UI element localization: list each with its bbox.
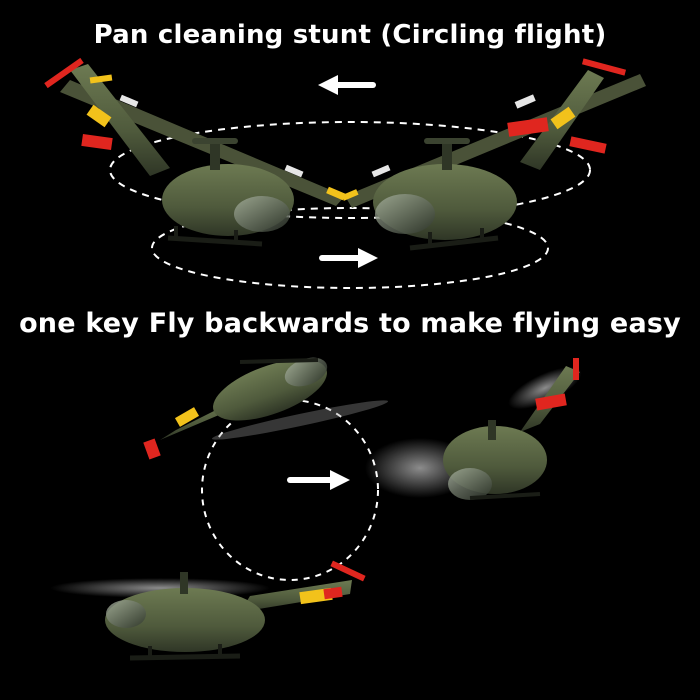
backwards-loop-path	[201, 399, 379, 581]
arrow-left-icon	[318, 75, 376, 95]
arrow-right-icon	[319, 248, 378, 268]
helicopter-banking	[143, 357, 389, 460]
middle-caption: one key Fly backwards to make flying eas…	[19, 308, 681, 339]
helicopter-left	[44, 57, 346, 247]
helicopter-right	[341, 58, 646, 251]
circling-flight-path	[109, 121, 591, 289]
arrow-right-icon	[287, 470, 350, 490]
helicopter-side	[50, 560, 366, 661]
top-caption: Pan cleaning stunt (Circling flight)	[93, 20, 607, 50]
helicopter-backwards	[365, 358, 582, 500]
